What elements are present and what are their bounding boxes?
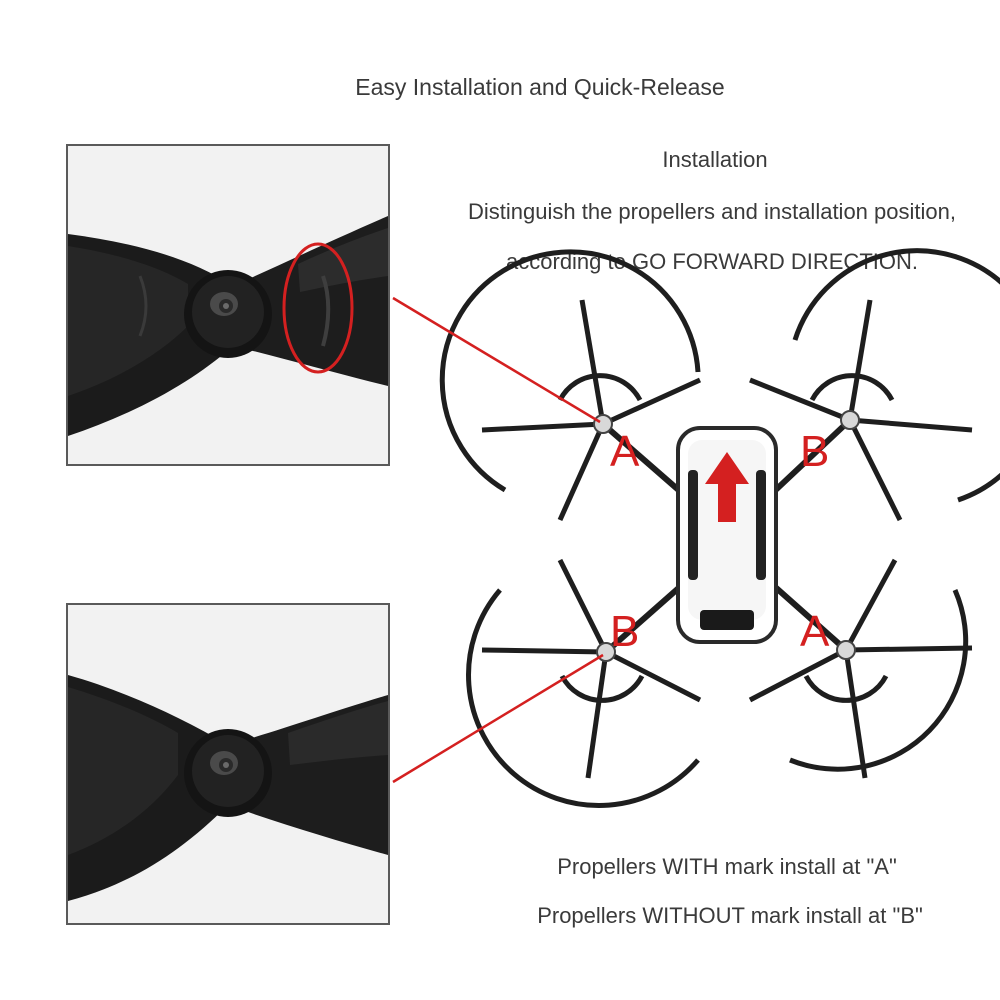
prop-guard-front-right: [749, 248, 1000, 522]
prop-guard-rear-right: [748, 558, 973, 779]
note-with-mark: Propellers WITH mark install at "A": [557, 854, 897, 879]
label-front-left: A: [610, 427, 640, 476]
propeller-with-mark-photo: [66, 144, 390, 466]
instruction-line-1: Distinguish the propellers and installat…: [468, 199, 956, 224]
forward-arrow-icon: [705, 452, 749, 522]
propeller-without-mark-photo: [66, 603, 390, 925]
prop-guard-rear-left: [466, 558, 702, 808]
section-title: Installation: [662, 147, 768, 172]
label-front-right: B: [800, 427, 829, 476]
propeller-without-mark-image: [68, 605, 388, 923]
pointer-lines: [392, 296, 604, 784]
page-title: Easy Installation and Quick-Release: [355, 74, 725, 100]
drone-body: [676, 426, 778, 644]
prop-guard-front-left: [439, 249, 702, 522]
label-rear-left: B: [610, 607, 639, 656]
motors: [593, 410, 860, 662]
note-without-mark: Propellers WITHOUT mark install at "B": [537, 903, 923, 928]
propeller-with-mark-image: [68, 146, 388, 464]
mark-highlight-circle: [282, 242, 354, 374]
label-rear-right: A: [800, 607, 830, 656]
